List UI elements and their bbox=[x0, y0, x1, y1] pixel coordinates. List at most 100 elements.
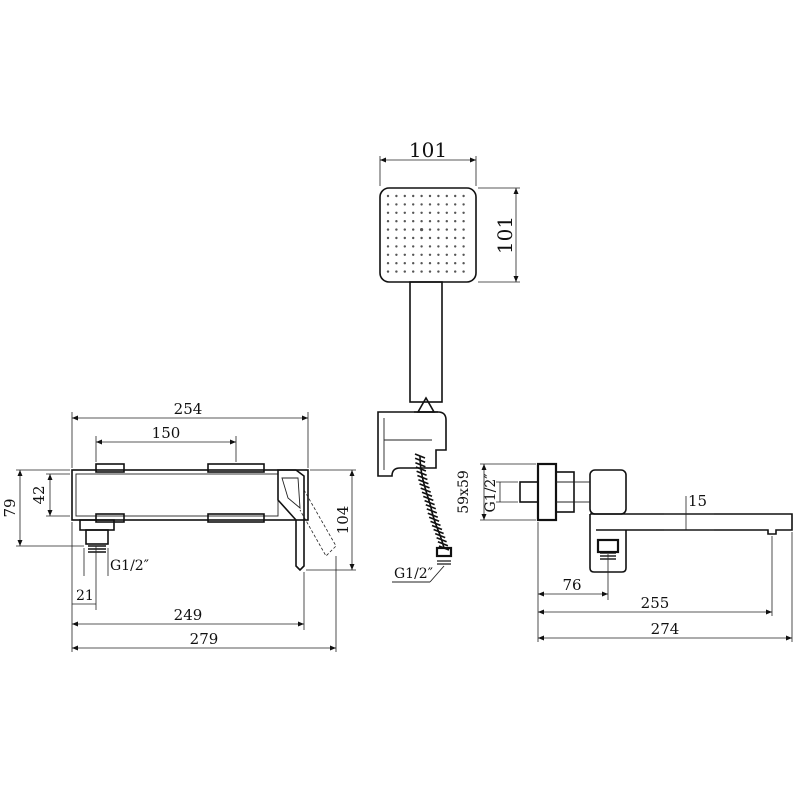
nozzle-dot bbox=[412, 211, 415, 214]
nozzle-dot bbox=[403, 236, 406, 240]
nozzle-dot bbox=[386, 262, 390, 265]
nozzle-dot bbox=[437, 253, 440, 256]
nozzle-dot bbox=[412, 220, 415, 223]
inlet-thread-hatch bbox=[88, 545, 106, 553]
inlet-thread-left-label: G1/2″ bbox=[110, 558, 149, 574]
hose-coil bbox=[428, 516, 440, 523]
hose-coil bbox=[418, 478, 429, 485]
wall-flange bbox=[536, 462, 558, 522]
body-height-dimension: 79 bbox=[1, 469, 84, 547]
holder-and-hose-view: G1/2″ bbox=[377, 396, 453, 583]
nozzle-dot bbox=[462, 236, 465, 240]
holder-tip bbox=[416, 396, 436, 413]
nozzle-dot bbox=[395, 203, 398, 206]
hose-coil bbox=[415, 466, 427, 472]
nozzle-dot bbox=[395, 211, 398, 214]
nozzle-dot bbox=[403, 194, 406, 198]
hose-coil bbox=[423, 495, 434, 502]
spout-reach-dimension: 255 bbox=[538, 536, 773, 616]
nozzle-dot bbox=[428, 270, 432, 273]
nozzle-dot bbox=[386, 211, 390, 214]
hose-coil bbox=[430, 520, 441, 527]
hose-thread-leader bbox=[429, 565, 445, 583]
nozzle-dot bbox=[445, 253, 448, 256]
nozzle-dot bbox=[437, 236, 440, 240]
hose-coil bbox=[433, 528, 444, 535]
nozzle-dot bbox=[403, 253, 406, 256]
nozzle-dot bbox=[412, 253, 415, 256]
nozzle-dot bbox=[386, 245, 390, 248]
inlet-thread-right-label: G1/2″ bbox=[483, 474, 499, 513]
nozzle-dot bbox=[420, 211, 423, 214]
nozzle-dot bbox=[428, 262, 432, 265]
nozzle-dot bbox=[437, 211, 440, 214]
nozzle-dot bbox=[462, 253, 465, 256]
nozzle-dot bbox=[445, 203, 448, 206]
nozzle-dot bbox=[412, 203, 415, 206]
hose-coil bbox=[426, 508, 438, 514]
nozzle-dot bbox=[395, 236, 398, 240]
nozzle-dot bbox=[445, 211, 448, 214]
right-cover-plate bbox=[207, 463, 265, 473]
hose-coil bbox=[420, 487, 431, 493]
nozzle-dot bbox=[462, 245, 465, 248]
center-distance-label: 249 bbox=[174, 606, 203, 624]
nozzle-dot bbox=[462, 203, 465, 206]
nozzle-dot bbox=[445, 236, 448, 240]
nozzle-dot bbox=[428, 220, 432, 223]
nozzle-dot bbox=[403, 228, 406, 231]
hose-coil bbox=[414, 453, 426, 459]
nozzle-dot bbox=[428, 211, 432, 214]
nozzle-dot bbox=[420, 253, 423, 256]
hose-coil bbox=[414, 457, 426, 464]
nozzle-dot bbox=[395, 262, 398, 265]
nozzle-dot bbox=[403, 220, 406, 223]
hose-coil bbox=[417, 474, 428, 481]
inlet-offset-label: 21 bbox=[76, 588, 94, 604]
side-nut bbox=[555, 471, 575, 513]
nozzle-dot bbox=[420, 203, 423, 206]
shower-head-outline bbox=[379, 187, 477, 283]
hose-nut bbox=[435, 546, 453, 558]
nozzle-dot bbox=[454, 262, 457, 265]
nozzle-dot bbox=[462, 228, 465, 231]
hose-coil bbox=[424, 499, 435, 506]
nozzle-dot bbox=[386, 228, 390, 231]
nozzle-dot bbox=[395, 220, 398, 223]
nozzle-dot bbox=[437, 194, 440, 198]
lever-swing-path bbox=[299, 489, 337, 557]
nozzle-dot bbox=[462, 211, 465, 214]
lever-drop-dimension: 104 bbox=[306, 469, 356, 571]
nozzle-dot bbox=[445, 245, 448, 248]
side-lower-body bbox=[589, 530, 627, 573]
nozzle-dot bbox=[437, 270, 440, 273]
inlet-offset-dimension: 21 bbox=[71, 522, 97, 652]
nozzle-dot bbox=[386, 270, 390, 273]
overall-length-dimension: 279 bbox=[72, 556, 337, 652]
body-length-dimension: 254 bbox=[71, 400, 309, 468]
eccentric-fitting bbox=[519, 481, 539, 503]
nozzle-dot bbox=[420, 228, 424, 232]
side-body bbox=[589, 469, 627, 515]
nozzle-dot bbox=[386, 220, 390, 223]
nozzle-dot bbox=[454, 236, 457, 240]
body-height-label: 79 bbox=[1, 498, 19, 517]
hose-coil bbox=[415, 461, 426, 468]
nozzle-dot bbox=[395, 245, 398, 248]
nozzle-dot bbox=[437, 245, 440, 248]
nozzle-dot bbox=[420, 270, 423, 273]
center-distance-dimension: 249 bbox=[72, 572, 305, 630]
hose-coil bbox=[421, 491, 433, 498]
outlet-offset-dimension: 76 bbox=[537, 522, 609, 642]
spout-thickness-label: 15 bbox=[688, 492, 707, 510]
hose-coil bbox=[419, 483, 430, 489]
mixer-lever bbox=[277, 469, 305, 572]
head-width-label: 101 bbox=[409, 138, 447, 162]
shower-handle bbox=[409, 281, 443, 403]
spout-thickness-dimension: 15 bbox=[664, 492, 714, 531]
nozzle-dot bbox=[395, 253, 398, 256]
nozzle-dot bbox=[454, 220, 457, 223]
nozzle-dot bbox=[445, 220, 448, 223]
nozzle-dot bbox=[403, 203, 406, 206]
